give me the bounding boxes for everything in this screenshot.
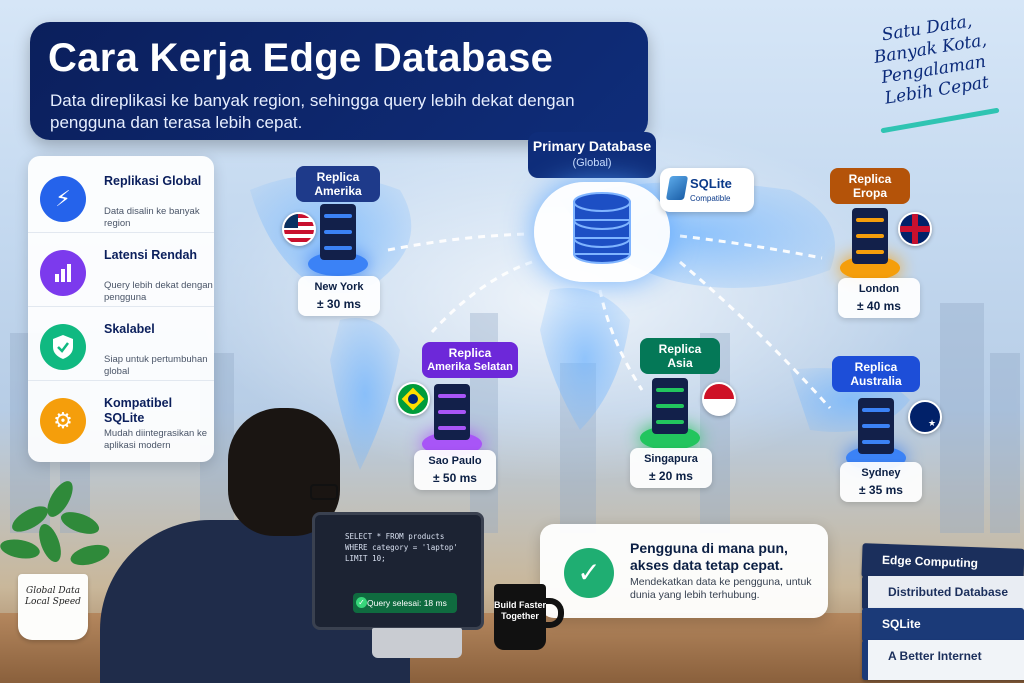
book-sqlite: SQLite <box>862 608 1024 642</box>
plant-pot: Global Data Local Speed <box>18 574 88 640</box>
uk-flag-icon <box>898 212 932 246</box>
replica-tag-line: Replica <box>448 346 492 360</box>
replica-tag-line: Asia <box>667 356 693 370</box>
primary-db-subtitle: (Global) <box>572 157 612 169</box>
replica-tag-line: Amerika Selatan <box>427 361 513 373</box>
info-desc: Mendekatkan data ke pengguna, untuk duni… <box>630 576 812 601</box>
primary-db-title: Primary Database <box>532 138 652 154</box>
shield-check-icon <box>40 324 86 370</box>
replica-tag-line: Replica <box>316 170 360 184</box>
sql-query-code: SELECT * FROM products WHERE category = … <box>345 532 458 563</box>
server-icon <box>308 200 368 280</box>
city-name: Sydney <box>861 467 901 479</box>
replica-tag-line: Replica <box>658 342 702 356</box>
feature-kompatibel: ⚙ Kompatibel SQLite Mudah diintegrasikan… <box>28 382 214 454</box>
info-card: ✓ Pengguna di mana pun, akses data tetap… <box>540 524 828 618</box>
latency-value: ± 20 ms <box>649 469 693 483</box>
feature-desc: Query lebih dekat dengan pengguna <box>104 280 213 303</box>
city-name: Singapura <box>644 453 698 465</box>
book-title: A Better Internet <box>888 649 982 663</box>
query-status: ✓ Query selesai: 18 ms <box>353 593 457 613</box>
glasses-icon <box>310 484 338 500</box>
replica-tag-line: Replica <box>848 172 892 186</box>
laptop-keyboard <box>372 628 462 658</box>
book-distributed-database: Distributed Database <box>862 576 1024 610</box>
feature-title: Replikasi Global <box>104 174 202 188</box>
feature-title: Skalabel <box>104 322 155 336</box>
feature-replikasi: ⚡ Replikasi Global Data disalin ke banya… <box>28 160 214 233</box>
replica-tag-line: Australia <box>850 374 902 388</box>
city-card-london: London ± 40 ms <box>838 278 920 318</box>
replica-tag-line: Eropa <box>852 186 887 200</box>
sqlite-badge-sub: Compatible <box>690 194 731 203</box>
replica-tag-line: Amerika <box>314 184 362 198</box>
city-card-singapura: Singapura ± 20 ms <box>630 448 712 488</box>
brazil-flag-icon <box>396 382 430 416</box>
mug-text: Build Faster Together <box>494 600 547 621</box>
page-title: Cara Kerja Edge Database <box>48 36 554 80</box>
features-panel: ⚡ Replikasi Global Data disalin ke banya… <box>28 156 214 462</box>
sqlite-badge-name: SQLite <box>690 176 732 191</box>
book-title: Edge Computing <box>881 552 979 571</box>
feature-desc: Mudah diintegrasikan ke aplikasi modern <box>104 428 207 451</box>
pot-text: Global Data Local Speed <box>25 586 81 607</box>
city-card-sao-paulo: Sao Paulo ± 50 ms <box>414 450 496 490</box>
info-title: Pengguna di mana pun, akses data tetap c… <box>630 540 788 573</box>
city-name: Sao Paulo <box>428 455 482 467</box>
sqlite-badge: SQLite Compatible <box>660 168 754 212</box>
replica-tag-amerika: Replica Amerika <box>296 166 380 202</box>
city-name: London <box>858 283 900 295</box>
feature-title: Latensi Rendah <box>104 248 198 262</box>
australia-flag-icon: ★ <box>908 400 942 434</box>
check-circle-icon: ✓ <box>564 548 614 598</box>
primary-db-cloud <box>534 182 670 282</box>
feature-desc: Data disalin ke banyak region <box>104 206 200 229</box>
database-icon <box>573 192 631 264</box>
server-icon <box>640 374 700 454</box>
book-a-better-internet: A Better Internet <box>862 640 1024 680</box>
replica-tag-australia: Replica Australia <box>832 356 920 392</box>
server-icon <box>422 380 482 460</box>
replica-tag-eropa: Replica Eropa <box>830 168 910 204</box>
mug: Build Faster Together <box>494 584 546 650</box>
lightning-icon: ⚡ <box>40 176 86 222</box>
us-flag-icon <box>282 212 316 246</box>
replica-tag-asia: Replica Asia <box>640 338 720 374</box>
latency-value: ± 30 ms <box>317 297 361 311</box>
feature-latensi: Latensi Rendah Query lebih dekat dengan … <box>28 234 214 307</box>
plant <box>0 450 120 580</box>
query-status-text: Query selesai: 18 ms <box>367 598 447 608</box>
gear-icon: ⚙ <box>40 398 86 444</box>
replica-tag-line: Replica <box>854 360 898 374</box>
feature-desc: Siap untuk pertumbuhan global <box>104 354 208 377</box>
check-icon: ✓ <box>356 597 367 608</box>
latency-value: ± 35 ms <box>859 483 903 497</box>
latency-value: ± 40 ms <box>857 299 901 313</box>
feature-title: Kompatibel SQLite <box>104 396 173 425</box>
city-name: New York <box>314 281 364 293</box>
page-subtitle: Data direplikasi ke banyak region, sehin… <box>50 91 575 132</box>
laptop-screen: SELECT * FROM products WHERE category = … <box>312 512 484 630</box>
sqlite-feather-icon <box>665 176 689 200</box>
primary-db-label: Primary Database (Global) <box>528 132 656 178</box>
city-card-new-york: New York ± 30 ms <box>298 276 380 316</box>
indonesia-flag-icon <box>702 382 736 416</box>
bar-chart-icon <box>40 250 86 296</box>
feature-skalabel: Skalabel Siap untuk pertumbuhan global <box>28 308 214 381</box>
mug-handle <box>540 598 564 628</box>
latency-value: ± 50 ms <box>433 471 477 485</box>
server-icon <box>840 204 900 284</box>
title-card: Cara Kerja Edge Database Data direplikas… <box>30 22 648 140</box>
city-card-sydney: Sydney ± 35 ms <box>840 462 922 502</box>
replica-tag-amerika-selatan: Replica Amerika Selatan <box>422 342 518 378</box>
book-title: SQLite <box>882 617 921 631</box>
book-title: Distributed Database <box>888 585 1009 599</box>
